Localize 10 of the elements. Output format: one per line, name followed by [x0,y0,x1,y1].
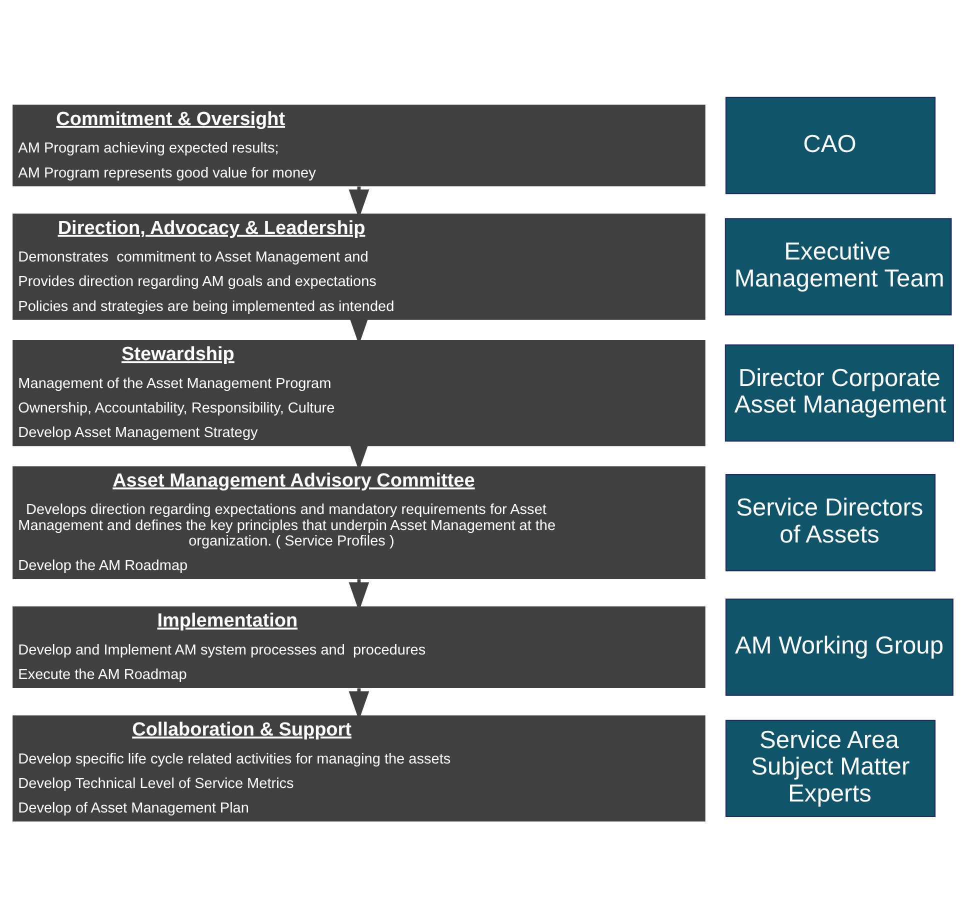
node-box: AM Working Group [725,598,954,696]
node-box: Service Directors of Assets [725,474,936,572]
node-box: CAO [725,96,936,194]
node-box: Commitment & Oversight AM Program achieving expected results; AM Program represents good value for money [12,104,706,186]
node-box: Director Corporate Asset Management [724,344,954,442]
node-box: Executive Management Team [724,218,952,316]
node-box: Asset Management Advisory Committee Develops direction regarding expectations and mandatory requirements for Asset Management and defines the key principles that underpin Asset Management at the organization. ( Service Profiles ) Develop the AM Roadmap [12,466,706,580]
node-box: Collaboration & Support Develop specific life cycle related activities for managing the assets Develop Technical Level of Service Metrics Develop of Asset Management Plan [12,715,706,822]
node-box: Implementation Develop and Implement AM system processes and procedures Execute the AM Roadmap [12,606,706,688]
node-box: Service Area Subject Matter Experts [725,720,936,818]
